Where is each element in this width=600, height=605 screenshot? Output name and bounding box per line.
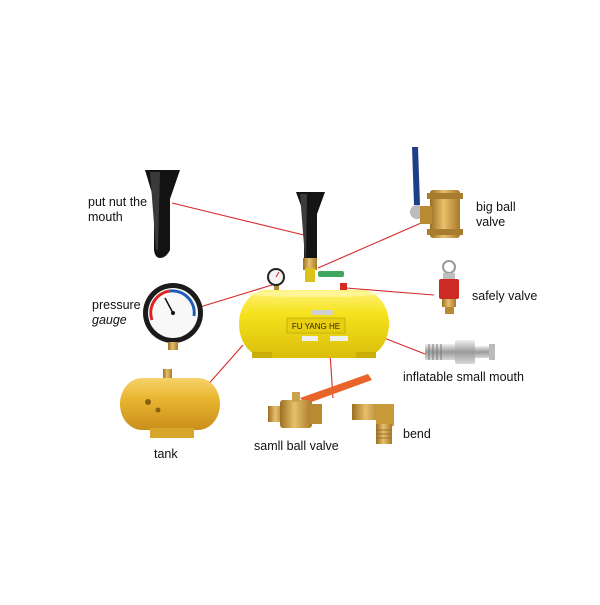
label-tank: tank — [154, 447, 178, 461]
label-bend: bend — [403, 427, 431, 441]
big-ball-valve — [410, 147, 463, 238]
label-pressure: pressure — [92, 298, 141, 312]
pressure-gauge — [143, 283, 203, 350]
main-tank-assembly — [239, 192, 389, 358]
label-big-ball-valve: big ball valve — [476, 200, 516, 229]
leader-line-tank — [204, 344, 244, 389]
label-inflatable-small-mouth: inflatable small mouth — [403, 370, 524, 384]
nozzle-detached — [145, 170, 180, 258]
leader-line-pressure-gauge — [199, 284, 273, 308]
label-small-ball-valve: samll ball valve — [254, 439, 339, 453]
small-tank — [120, 369, 220, 438]
label-put-nut-the-mouth: put nut the mouth — [88, 195, 148, 224]
safely-valve — [439, 260, 459, 314]
leader-line-nozzle — [171, 202, 309, 237]
label-safely-valve: safely valve — [472, 289, 538, 303]
leader-line-safely-valve — [345, 287, 435, 296]
small-ball-valve — [268, 374, 372, 428]
inflatable-small-mouth — [425, 340, 495, 364]
bend-fitting — [352, 404, 394, 444]
label-gauge: gauge — [92, 313, 127, 327]
tank-nameplate: FU YANG HE — [292, 322, 340, 331]
leader-line-big-ball-valve — [317, 219, 429, 269]
